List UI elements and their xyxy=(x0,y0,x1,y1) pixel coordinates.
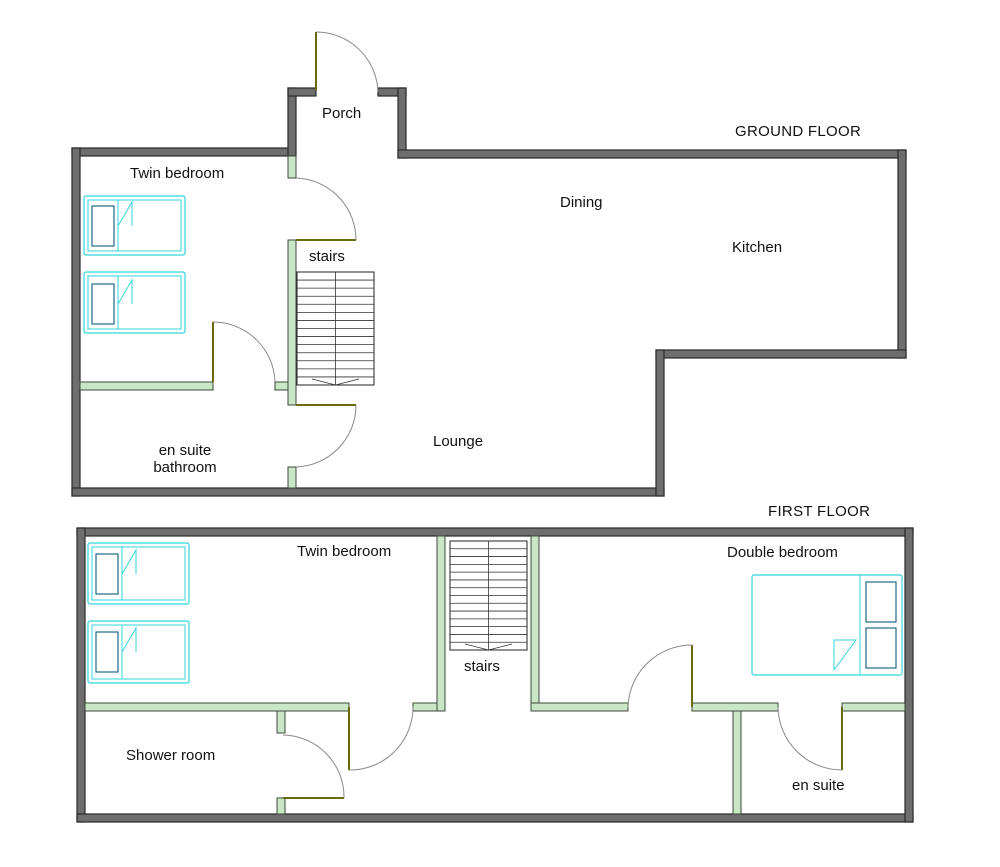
first-outer-walls xyxy=(76,527,914,823)
first-en-suite-label: en suite xyxy=(792,777,845,794)
ground-doors xyxy=(212,31,379,468)
porch-label: Porch xyxy=(322,105,361,122)
ground-twin-bed-2 xyxy=(83,271,186,334)
ground-twin-bed-1 xyxy=(83,195,186,256)
ground-en-suite-label: en suite xyxy=(159,442,212,459)
lounge-label: Lounge xyxy=(433,433,483,450)
first-doors xyxy=(282,644,843,799)
ground-partitions xyxy=(79,155,297,489)
first-partitions xyxy=(84,535,906,815)
ground-stairs-label: stairs xyxy=(309,248,345,265)
first-twin-bedroom-label: Twin bedroom xyxy=(297,543,391,560)
ground-stairs xyxy=(296,271,375,386)
first-floor: FIRST FLOOR Twin bedroom Double bedroom … xyxy=(76,503,914,823)
ground-outer-walls xyxy=(71,87,907,497)
ground-floor: GROUND FLOOR Porch Twin bedroom Dining K… xyxy=(71,31,907,497)
ground-twin-bedroom-label: Twin bedroom xyxy=(130,165,224,182)
double-bedroom-label: Double bedroom xyxy=(727,544,838,561)
first-twin-bed-2 xyxy=(87,620,190,684)
first-stairs xyxy=(449,540,528,651)
first-floor-title: FIRST FLOOR xyxy=(768,503,870,520)
shower-room-label: Shower room xyxy=(126,747,215,764)
double-bed xyxy=(751,574,903,676)
kitchen-label: Kitchen xyxy=(732,239,782,256)
first-stairs-label: stairs xyxy=(464,658,500,675)
dining-label: Dining xyxy=(560,194,603,211)
first-twin-bed-1 xyxy=(87,542,190,605)
ground-bathroom-label: bathroom xyxy=(153,459,216,476)
ground-floor-title: GROUND FLOOR xyxy=(735,123,861,140)
